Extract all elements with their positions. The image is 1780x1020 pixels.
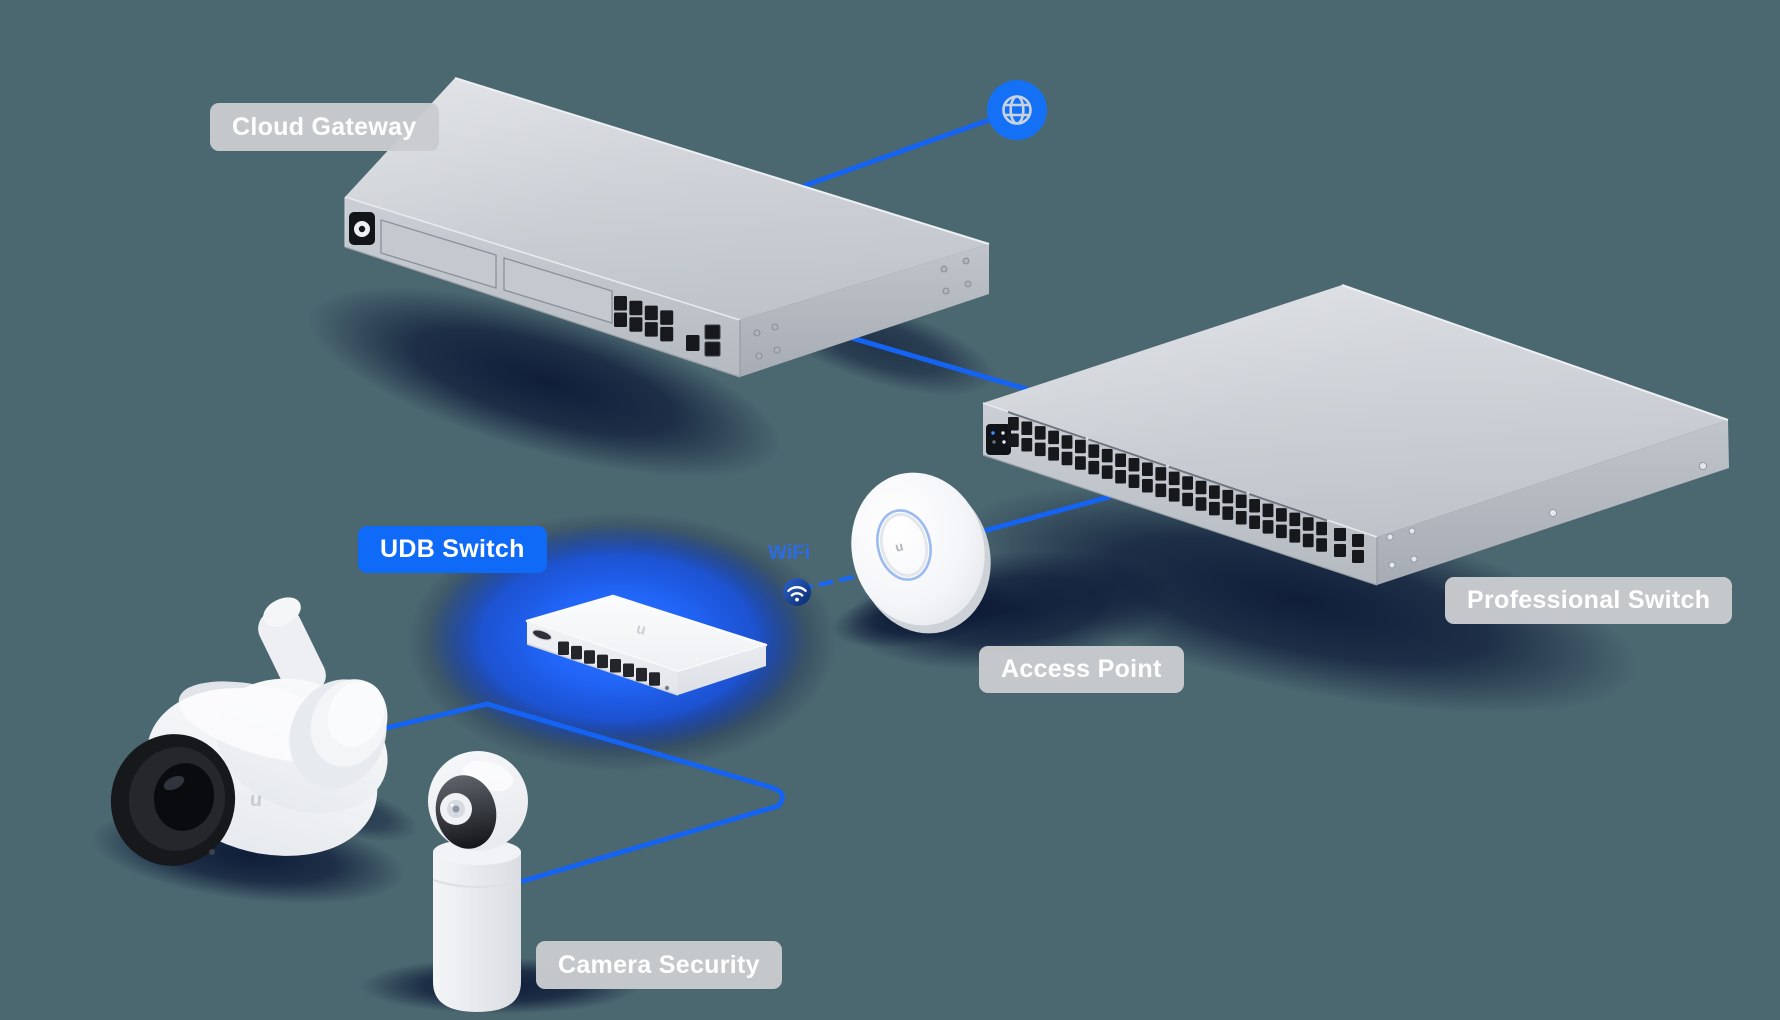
port-group-lines xyxy=(1007,411,1328,522)
ethernet-ports-8 xyxy=(614,296,674,342)
link-internet-gateway xyxy=(795,107,1020,191)
label-udb-switch[interactable]: UDB Switch xyxy=(358,526,547,573)
label-camera-security[interactable]: Camera Security xyxy=(536,941,782,989)
professional-switch-device xyxy=(982,284,1729,586)
usb-c-port xyxy=(531,629,553,641)
wifi-icon xyxy=(783,578,811,606)
label-cloud-gateway[interactable]: Cloud Gateway xyxy=(210,103,439,151)
sfp-ports xyxy=(1334,528,1364,563)
access-point-device: u xyxy=(851,472,991,634)
switch-led-badge xyxy=(986,424,1011,455)
internet-globe-icon xyxy=(987,80,1047,140)
ubiquiti-logo: u xyxy=(893,538,904,554)
link-gateway-switch xyxy=(842,333,1043,396)
label-professional-switch[interactable]: Professional Switch xyxy=(1445,577,1733,624)
label-access-point[interactable]: Access Point xyxy=(979,646,1184,693)
sfp-ports xyxy=(704,324,721,357)
led-ring xyxy=(876,509,932,581)
ubiquiti-logo: u xyxy=(249,789,263,812)
tower-camera-device xyxy=(428,751,528,1012)
wifi-label: WiFi xyxy=(768,542,811,564)
cloud-gateway-device xyxy=(344,77,990,378)
bullet-camera-device: u xyxy=(110,597,388,866)
udb-switch-device: u xyxy=(525,594,768,696)
link-ap-switch xyxy=(962,491,1123,539)
screws xyxy=(753,257,972,360)
screws xyxy=(1386,462,1707,569)
link-switch-cameras xyxy=(362,701,785,884)
reset-hole xyxy=(664,685,670,691)
ubiquiti-logo: u xyxy=(635,620,648,639)
connection-lines-back xyxy=(795,107,1123,539)
drive-bays xyxy=(380,219,613,324)
wan-port xyxy=(686,335,700,351)
ethernet-ports-8 xyxy=(558,641,660,686)
ethernet-ports-48 xyxy=(1008,417,1327,552)
